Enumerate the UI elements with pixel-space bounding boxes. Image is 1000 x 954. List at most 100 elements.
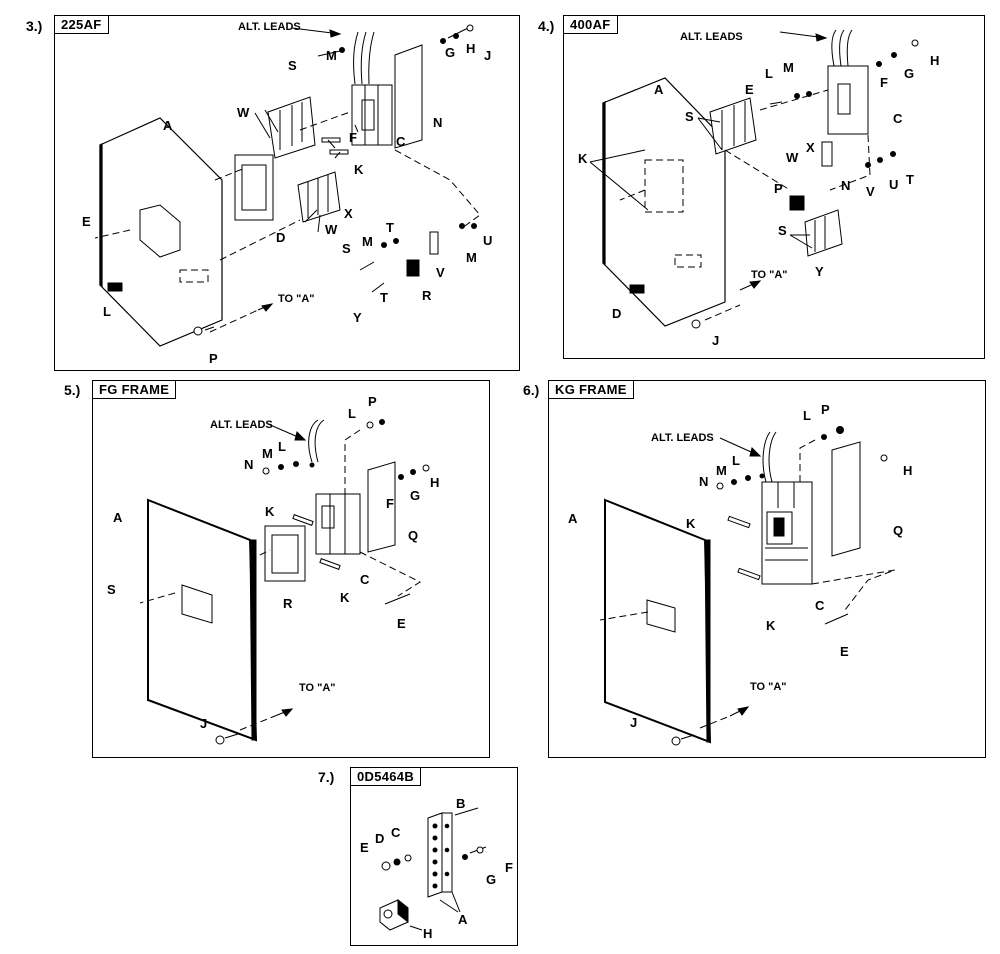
svg-text:M: M (362, 234, 373, 249)
svg-text:H: H (903, 463, 912, 478)
svg-text:H: H (466, 41, 475, 56)
svg-text:F: F (505, 860, 513, 875)
label-l (107, 282, 123, 292)
handle-k (321, 137, 341, 143)
svg-text:P: P (368, 394, 377, 409)
svg-text:J: J (712, 333, 719, 348)
svg-text:T: T (380, 290, 388, 305)
svg-text:F: F (349, 130, 357, 145)
alt-leads (762, 431, 777, 483)
svg-text:Y: Y (353, 310, 362, 325)
svg-text:E: E (82, 214, 91, 229)
svg-text:C: C (391, 825, 401, 840)
panel-title: FG FRAME (92, 380, 177, 399)
svg-text:B: B (456, 796, 465, 811)
plate-n (394, 44, 423, 149)
svg-text:H: H (423, 926, 432, 941)
svg-text:N: N (699, 474, 708, 489)
svg-text:A: A (163, 118, 173, 133)
svg-text:U: U (889, 177, 898, 192)
svg-text:T: T (906, 172, 914, 187)
label-d (629, 284, 645, 294)
alt-leads (831, 29, 853, 67)
svg-text:D: D (375, 831, 384, 846)
alt-leads-label: ALT. LEADS (238, 21, 301, 33)
panel-title: KG FRAME (548, 380, 634, 399)
svg-text:D: D (276, 230, 285, 245)
svg-text:Q: Q (893, 523, 903, 538)
svg-text:TO "A": TO "A" (278, 293, 315, 305)
svg-text:H: H (430, 475, 439, 490)
alt-leads (353, 31, 375, 85)
svg-text:R: R (283, 596, 293, 611)
svg-text:K: K (578, 151, 588, 166)
svg-text:U: U (483, 233, 492, 248)
svg-text:E: E (840, 644, 849, 659)
svg-text:J: J (200, 716, 207, 731)
svg-text:P: P (209, 351, 218, 366)
svg-text:V: V (436, 265, 445, 280)
panel-title: 400AF (563, 15, 618, 34)
svg-text:K: K (265, 504, 275, 519)
plate-q (831, 441, 861, 557)
plate-cutout (181, 584, 213, 624)
svg-text:W: W (237, 105, 250, 120)
svg-text:Q: Q (408, 528, 418, 543)
bracket-r (406, 259, 420, 277)
svg-text:M: M (262, 446, 273, 461)
svg-text:P: P (774, 181, 783, 196)
panel-number: 6.) (523, 382, 540, 398)
svg-text:M: M (716, 463, 727, 478)
svg-text:J: J (484, 48, 491, 63)
svg-text:L: L (348, 406, 356, 421)
panel-title: 225AF (54, 15, 109, 34)
svg-text:S: S (107, 582, 116, 597)
svg-text:K: K (686, 516, 696, 531)
svg-text:C: C (396, 134, 406, 149)
svg-text:TO "A": TO "A" (750, 681, 787, 693)
svg-text:D: D (612, 306, 621, 321)
alt-leads (308, 419, 325, 463)
svg-text:TO "A": TO "A" (751, 269, 788, 281)
svg-text:N: N (841, 178, 850, 193)
lug-p (789, 195, 805, 211)
panel-number: 7.) (318, 769, 335, 785)
plate-cutout (139, 204, 181, 258)
svg-text:A: A (458, 912, 468, 927)
svg-text:W: W (786, 150, 799, 165)
svg-text:K: K (354, 162, 364, 177)
svg-text:L: L (278, 439, 286, 454)
svg-text:G: G (445, 45, 455, 60)
svg-text:S: S (778, 223, 787, 238)
svg-text:A: A (568, 511, 578, 526)
svg-text:C: C (893, 111, 903, 126)
svg-text:G: G (904, 66, 914, 81)
svg-text:S: S (342, 241, 351, 256)
svg-text:A: A (113, 510, 123, 525)
svg-text:TO "A": TO "A" (299, 682, 336, 694)
svg-text:C: C (815, 598, 825, 613)
svg-text:R: R (422, 288, 432, 303)
svg-text:M: M (466, 250, 477, 265)
svg-text:X: X (806, 140, 815, 155)
svg-text:K: K (340, 590, 350, 605)
svg-text:L: L (103, 304, 111, 319)
busbar-holes (432, 823, 450, 889)
svg-text:Y: Y (815, 264, 824, 279)
svg-text:C: C (360, 572, 370, 587)
svg-text:E: E (397, 616, 406, 631)
svg-text:F: F (880, 75, 888, 90)
svg-text:H: H (930, 53, 939, 68)
svg-text:G: G (486, 872, 496, 887)
svg-text:L: L (732, 453, 740, 468)
svg-text:M: M (783, 60, 794, 75)
svg-text:W: W (325, 222, 338, 237)
svg-text:M: M (326, 48, 337, 63)
svg-text:G: G (410, 488, 420, 503)
svg-text:V: V (866, 184, 875, 199)
svg-text:L: L (803, 408, 811, 423)
svg-text:J: J (630, 715, 637, 730)
